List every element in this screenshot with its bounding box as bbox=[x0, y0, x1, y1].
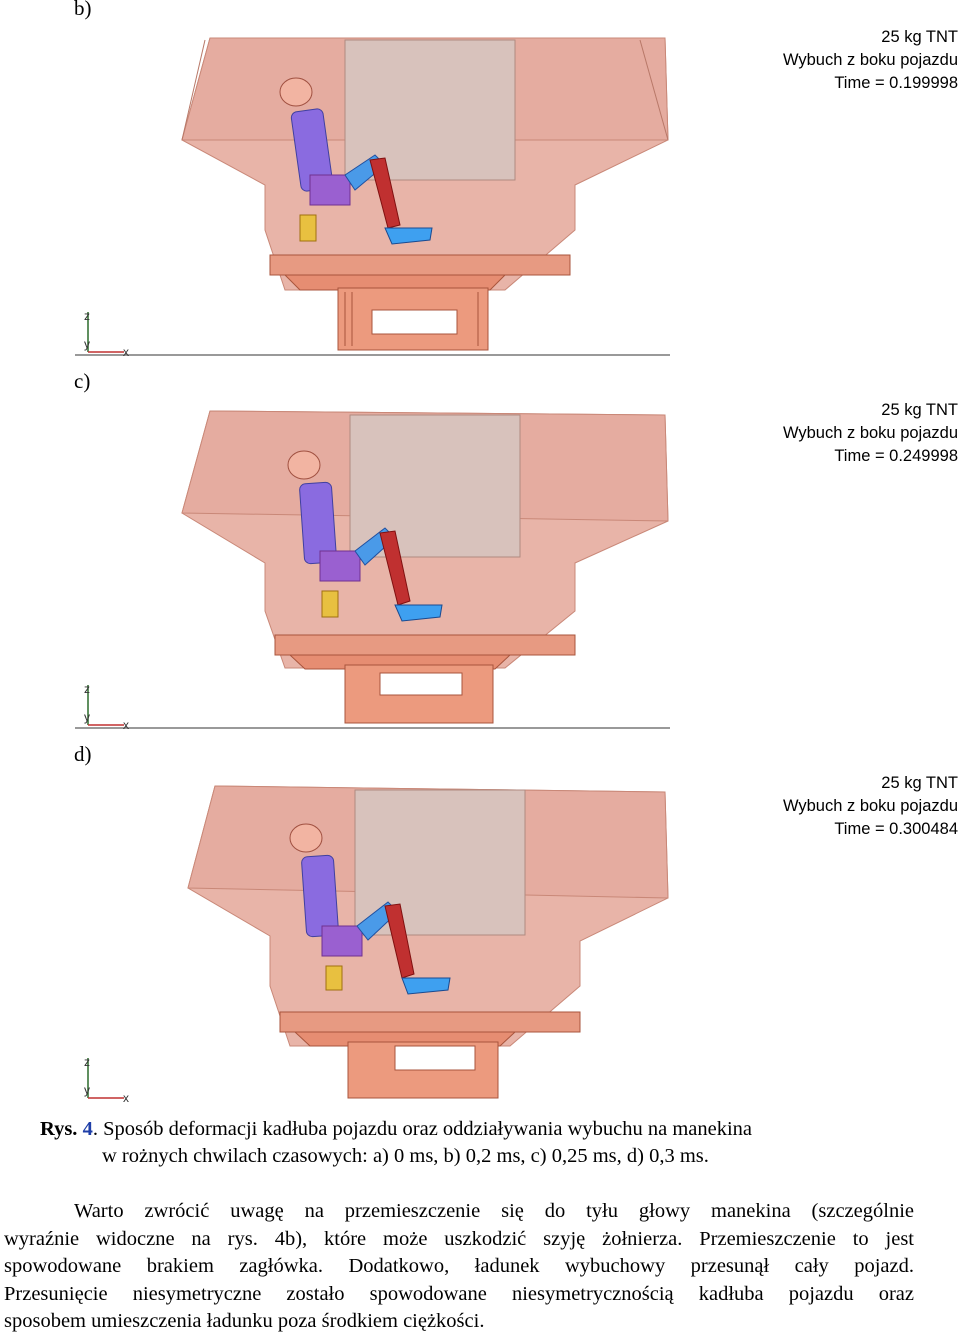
paragraph-line: wyraźnie widoczne na rys. 4b), które moż… bbox=[4, 1227, 914, 1250]
simulation-view bbox=[75, 410, 670, 729]
simulation-view bbox=[187, 785, 669, 1099]
axis-z-label: z bbox=[84, 309, 90, 323]
caption-line-1: . Sposób deformacji kadłuba pojazdu oraz… bbox=[92, 1118, 753, 1140]
scenario-label: Wybuch z boku pojazdu bbox=[782, 51, 958, 69]
vehicle-hull bbox=[181, 410, 669, 724]
axis-x-label: x bbox=[123, 345, 129, 359]
charge-label: 25 kg TNT bbox=[881, 28, 958, 46]
dummy-figure bbox=[289, 823, 451, 995]
scenario-label: Wybuch z boku pojazdu bbox=[782, 424, 958, 442]
axis-triad: z y x bbox=[84, 1055, 129, 1105]
axis-y-label: y bbox=[84, 337, 90, 351]
charge-label: 25 kg TNT bbox=[881, 774, 958, 792]
vehicle-hull bbox=[187, 785, 669, 1099]
panel-c: c) 25 kg TNT Wybuch z boku pojazdu Time … bbox=[0, 369, 960, 745]
paragraph-line: Warto zwrócić uwagę na przemieszczenie s… bbox=[74, 1200, 914, 1222]
caption-number-link[interactable]: 4 bbox=[82, 1118, 93, 1140]
figure-caption: Rys. 4. Sposób deformacji kadłuba pojazd… bbox=[40, 1116, 752, 1170]
axis-y-label: y bbox=[84, 710, 90, 724]
panel-b: b) 25 kg TNT Wybuch z bok bbox=[0, 0, 960, 372]
body-paragraph: Warto zwrócić uwagę na przemieszczenie s… bbox=[4, 1198, 914, 1336]
vehicle-hull bbox=[181, 37, 669, 351]
charge-label: 25 kg TNT bbox=[881, 401, 958, 419]
time-readout: Time = 0.199998 bbox=[834, 74, 958, 92]
dummy-figure bbox=[287, 450, 443, 622]
scenario-label: Wybuch z boku pojazdu bbox=[782, 797, 958, 815]
time-readout: Time = 0.249998 bbox=[834, 447, 958, 465]
time-readout: Time = 0.300484 bbox=[834, 820, 958, 838]
panel-label: d) bbox=[74, 742, 92, 766]
axis-z-label: z bbox=[84, 682, 90, 696]
axis-x-label: x bbox=[123, 1091, 129, 1105]
panel-d: d) 25 kg TNT Wybuch z boku pojazdu Time … bbox=[0, 742, 960, 1118]
caption-number: Rys. bbox=[40, 1118, 83, 1140]
paragraph-line: spowodowane brakiem zagłówka. Dodatkowo,… bbox=[4, 1255, 914, 1277]
dummy-figure bbox=[279, 77, 433, 245]
simulation-info: 25 kg TNT Wybuch z boku pojazdu Time = 0… bbox=[783, 772, 958, 841]
panel-label: b) bbox=[74, 0, 92, 20]
simulation-view bbox=[75, 37, 670, 356]
paragraph-line: sposobem umieszczenia ładunku poza środk… bbox=[4, 1310, 485, 1332]
axis-z-label: z bbox=[84, 1055, 90, 1069]
simulation-info: 25 kg TNT Wybuch z boku pojazdu Time = 0… bbox=[783, 399, 958, 468]
axis-triad: z y x bbox=[84, 682, 129, 732]
panel-label: c) bbox=[74, 369, 91, 393]
paragraph-line: Przesunięcie niesymetryczne zostało spow… bbox=[4, 1282, 914, 1305]
axis-y-label: y bbox=[84, 1083, 90, 1097]
axis-triad: z y x bbox=[84, 309, 129, 359]
axis-x-label: x bbox=[123, 718, 129, 732]
simulation-info: 25 kg TNT Wybuch z boku pojazdu Time = 0… bbox=[783, 26, 958, 95]
caption-line-2: w rożnych chwilach czasowych: a) 0 ms, b… bbox=[102, 1145, 709, 1167]
